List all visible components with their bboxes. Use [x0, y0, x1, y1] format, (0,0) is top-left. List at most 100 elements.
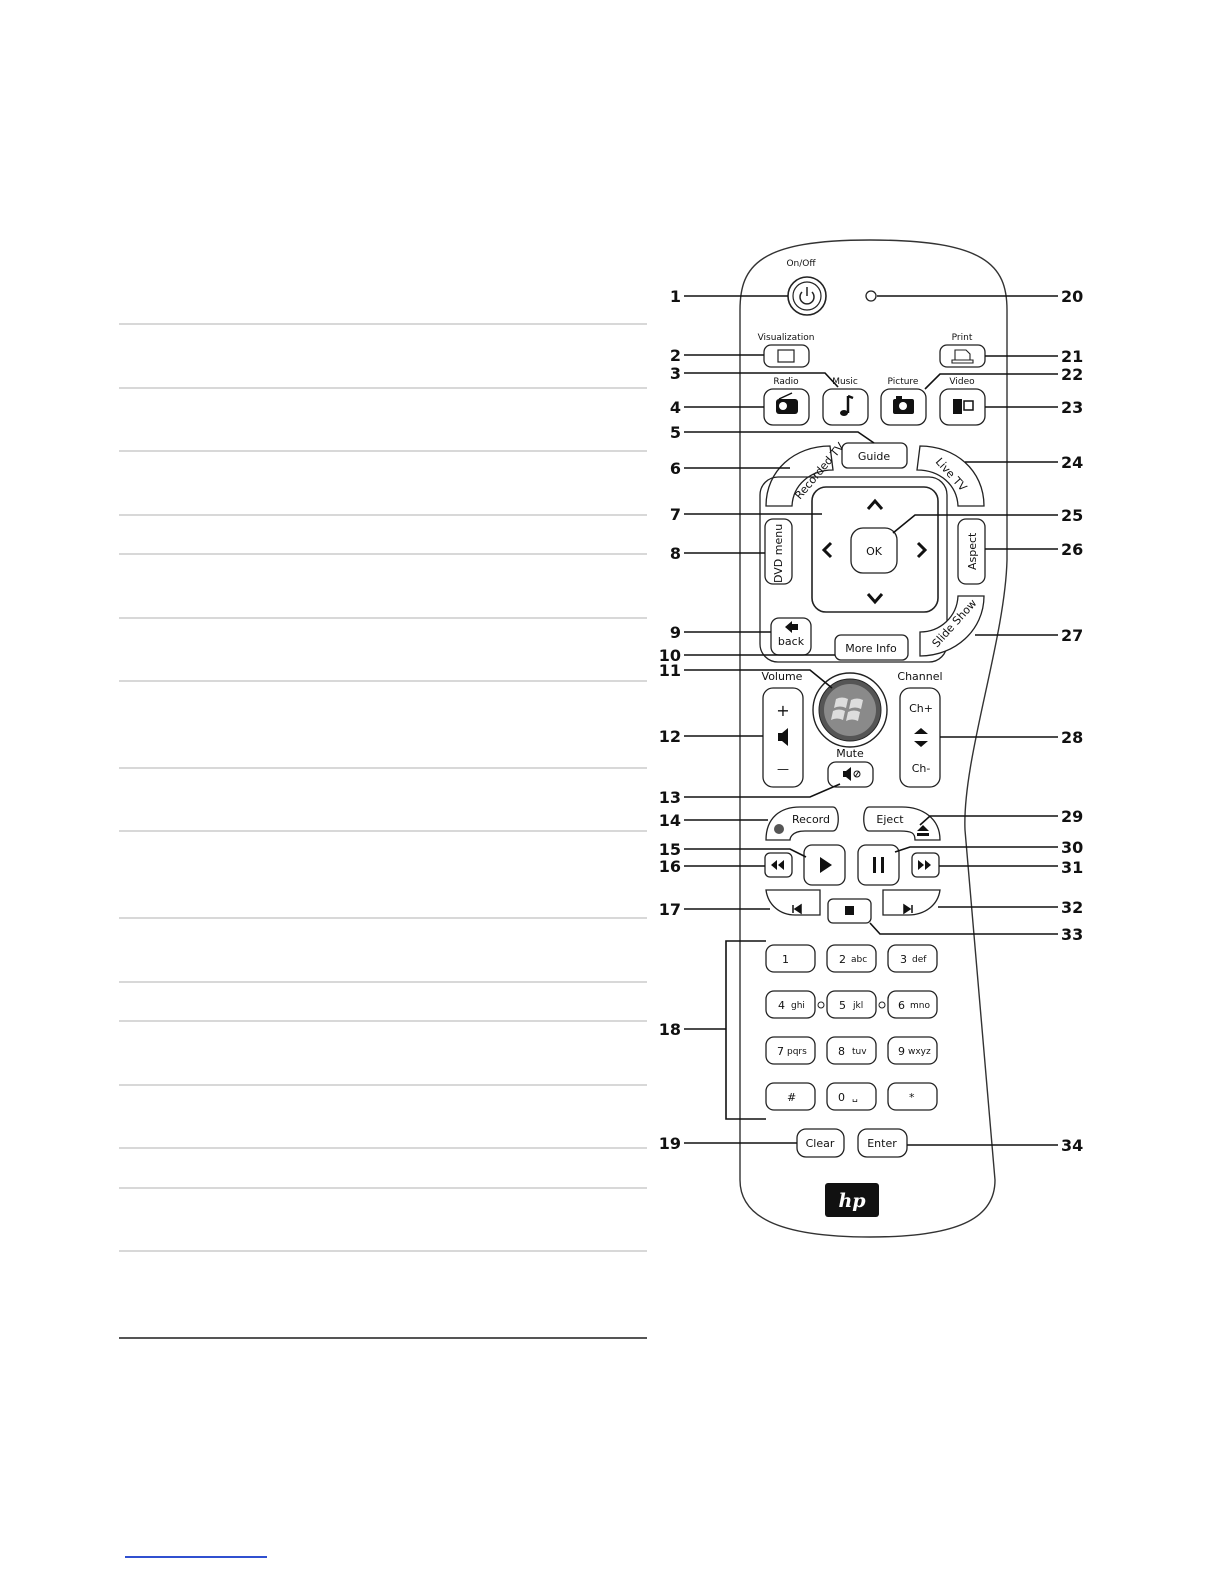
key-separator-icon — [817, 1001, 825, 1009]
callout-number: 12 — [659, 727, 681, 746]
more-info-button[interactable] — [834, 634, 909, 661]
key-8[interactable] — [826, 1036, 877, 1065]
callout-number: 3 — [670, 364, 681, 383]
video-camera-icon — [953, 399, 974, 414]
aspect-button[interactable] — [957, 518, 986, 585]
music-button[interactable] — [822, 388, 869, 426]
callout-number: 5 — [670, 423, 681, 442]
pause-button[interactable] — [857, 844, 900, 886]
table-rule — [119, 830, 647, 832]
on-off-label: On/Off — [786, 259, 816, 269]
indicator-light — [865, 290, 877, 302]
table-bottom-rule — [119, 1337, 647, 1339]
right-arrow-icon[interactable] — [916, 541, 928, 559]
callout-number: 33 — [1061, 925, 1083, 944]
callout-number: 1 — [670, 287, 681, 306]
live-tv-button[interactable] — [916, 445, 985, 507]
record-button[interactable] — [765, 806, 839, 841]
callout-number: 16 — [659, 857, 681, 876]
up-down-arrows-icon — [914, 728, 928, 747]
radio-label: Radio — [773, 377, 799, 387]
key-2[interactable] — [826, 944, 877, 973]
eject-button[interactable] — [863, 806, 941, 841]
callout-number: 20 — [1061, 287, 1083, 306]
callout-number: 31 — [1061, 858, 1083, 877]
print-icon — [951, 349, 974, 364]
ok-button[interactable] — [850, 527, 898, 574]
key-hash[interactable] — [765, 1082, 816, 1111]
callout-number: 21 — [1061, 347, 1083, 366]
volume-label: Volume — [762, 670, 803, 683]
table-rule — [119, 450, 647, 452]
dvd-menu-button[interactable] — [764, 518, 793, 585]
key-digit: 2 — [839, 953, 846, 966]
hp-logo — [825, 1183, 879, 1217]
key-star[interactable] — [887, 1082, 938, 1111]
key-digit: 1 — [782, 953, 789, 966]
key-digit: 7 — [777, 1045, 784, 1058]
music-note-icon — [840, 394, 854, 416]
callout-number: 23 — [1061, 398, 1083, 417]
hp-logo-text: hp — [838, 1190, 866, 1212]
left-arrow-icon[interactable] — [821, 541, 833, 559]
callout-number: 29 — [1061, 807, 1083, 826]
key-letters: mno — [910, 1001, 930, 1011]
key-digit: 0 — [838, 1091, 845, 1104]
print-label: Print — [952, 333, 973, 343]
callout-number: 6 — [670, 459, 681, 478]
callout-number: 18 — [659, 1020, 681, 1039]
key-digit: 4 — [778, 999, 785, 1012]
video-button[interactable] — [939, 388, 986, 426]
key-9[interactable] — [887, 1036, 938, 1065]
table-rule — [119, 1084, 647, 1086]
table-rule — [119, 981, 647, 983]
table-rule — [119, 514, 647, 516]
callout-number: 26 — [1061, 540, 1083, 559]
picture-label: Picture — [888, 377, 919, 387]
record-dot-icon — [774, 824, 784, 834]
skip-forward-button[interactable] — [882, 889, 941, 916]
callout-number: 30 — [1061, 838, 1083, 857]
key-digit: 6 — [898, 999, 905, 1012]
callout-number: 24 — [1061, 453, 1083, 472]
callout-number: 8 — [670, 544, 681, 563]
key-3[interactable] — [887, 944, 938, 973]
guide-label: Guide — [858, 450, 891, 463]
key-4[interactable] — [765, 990, 816, 1019]
guide-button[interactable] — [841, 442, 908, 469]
key-7[interactable] — [765, 1036, 816, 1065]
down-arrow-icon[interactable] — [866, 593, 884, 605]
up-arrow-icon[interactable] — [866, 498, 884, 510]
callout-number: 9 — [670, 623, 681, 642]
back-arrow-icon — [785, 621, 798, 633]
speaker-icon — [778, 728, 788, 746]
callout-number: 34 — [1061, 1136, 1083, 1155]
key-letters: def — [912, 955, 927, 965]
stop-icon — [845, 906, 854, 915]
visualization-button[interactable] — [763, 344, 810, 368]
key-digit: 5 — [839, 999, 846, 1012]
callout-number: 22 — [1061, 365, 1083, 384]
key-letters: tuv — [852, 1047, 867, 1057]
key-1[interactable] — [765, 944, 816, 973]
music-label: Music — [832, 377, 858, 387]
key-6[interactable] — [887, 990, 938, 1019]
enter-button[interactable] — [857, 1128, 908, 1158]
slide-show-button[interactable] — [919, 595, 985, 657]
more-info-label: More Info — [845, 642, 897, 655]
key-letters: jkl — [852, 1001, 863, 1011]
key-0[interactable] — [826, 1082, 877, 1111]
key-5[interactable] — [826, 990, 877, 1019]
skip-back-button[interactable] — [765, 889, 821, 916]
callout-number: 17 — [659, 900, 681, 919]
power-icon — [792, 281, 822, 311]
callout-number: 10 — [659, 646, 681, 665]
eject-label: Eject — [876, 813, 904, 826]
print-button[interactable] — [939, 344, 986, 368]
radio-icon — [776, 392, 798, 414]
play-icon — [820, 857, 832, 873]
callouts-right: 20 21 22 23 24 25 26 27 28 29 30 31 32 3… — [1061, 287, 1083, 1155]
key-letters: wxyz — [908, 1047, 931, 1057]
key-letters: pqrs — [787, 1047, 807, 1057]
